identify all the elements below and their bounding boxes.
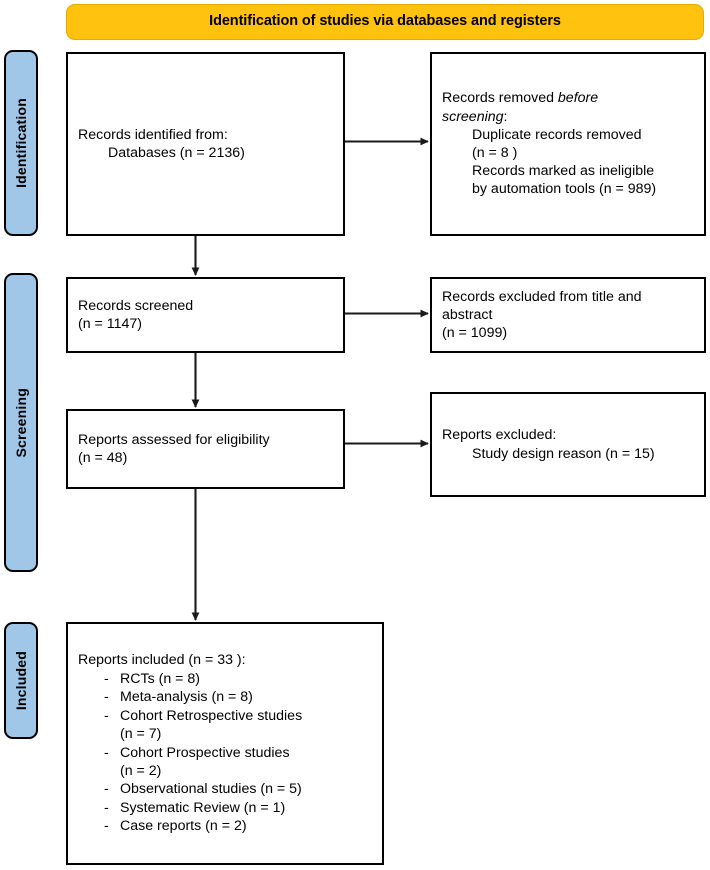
list-item: (n = 2) xyxy=(78,762,372,780)
list-item-label: (n = 2) xyxy=(120,762,162,779)
list-item: -Case reports (n = 2) xyxy=(78,817,372,835)
records-removed-line-3: Duplicate records removed xyxy=(472,126,642,143)
reports-included-heading: Reports included (n = 33 ): xyxy=(78,652,246,669)
list-item-label: Meta-analysis (n = 8) xyxy=(120,689,253,706)
records-removed-line-6: by automation tools (n = 989) xyxy=(472,181,657,198)
list-item-label: RCTs (n = 8) xyxy=(120,670,201,687)
box-records-excluded-title-abstract: Records excluded from title and abstract… xyxy=(430,277,706,353)
list-item-dash: - xyxy=(104,818,109,835)
eligibility-line-2: (n = 48) xyxy=(78,450,128,466)
banner-title: Identification of studies via databases … xyxy=(209,13,561,30)
list-item: (n = 7) xyxy=(78,725,372,743)
list-item: -Cohort Retrospective studies xyxy=(78,707,372,725)
diagram-banner: Identification of studies via databases … xyxy=(66,4,704,40)
box-records-removed: Records removed before screening: Duplic… xyxy=(430,52,706,236)
list-item: -Meta-analysis (n = 8) xyxy=(78,688,372,706)
box-records-screened: Records screened (n = 1147) xyxy=(66,277,345,353)
list-item-dash: - xyxy=(104,744,109,761)
records-excluded-line-2: abstract xyxy=(442,306,493,323)
list-item: -Cohort Prospective studies xyxy=(78,744,372,762)
records-removed-line-2-italic: screening xyxy=(442,108,504,125)
list-item-dash: - xyxy=(104,781,109,798)
stage-label-included-text: Included xyxy=(13,650,29,711)
list-item-label: Cohort Prospective studies xyxy=(120,744,290,761)
records-excluded-line-3: (n = 1099) xyxy=(442,325,508,342)
reports-excluded-line-1: Reports excluded: xyxy=(442,427,557,444)
box-reports-included: Reports included (n = 33 ): -RCTs (n = 8… xyxy=(66,622,384,865)
list-item-dash xyxy=(104,762,120,780)
reports-excluded-line-2: Study design reason (n = 15) xyxy=(472,445,655,462)
records-removed-line-1: Records removed before xyxy=(442,89,694,107)
stage-label-screening-text: Screening xyxy=(13,387,29,458)
list-item-label: Systematic Review (n = 1) xyxy=(120,799,286,816)
list-item-dash: - xyxy=(104,799,109,816)
stage-label-included: Included xyxy=(4,622,38,739)
reports-included-list: -RCTs (n = 8)-Meta-analysis (n = 8)-Coho… xyxy=(78,670,372,836)
box-reports-excluded: Reports excluded: Study design reason (n… xyxy=(430,392,706,497)
records-removed-line-2-b: : xyxy=(503,108,508,125)
box-records-identified: Records identified from: Databases (n = … xyxy=(66,52,345,236)
records-removed-line-2: screening: xyxy=(442,108,694,126)
stage-label-screening: Screening xyxy=(4,273,38,572)
records-removed-line-5: Records marked as ineligible xyxy=(472,163,655,180)
eligibility-line-1: Reports assessed for eligibility xyxy=(78,431,270,448)
list-item-label: Cohort Retrospective studies xyxy=(120,707,303,724)
list-item-label: Case reports (n = 2) xyxy=(120,818,247,835)
list-item: -Systematic Review (n = 1) xyxy=(78,799,372,817)
stage-label-identification-text: Identification xyxy=(13,98,29,188)
records-removed-line-1-italic: before xyxy=(557,90,599,107)
list-item-dash xyxy=(104,725,120,743)
list-item-dash: - xyxy=(104,707,109,724)
records-removed-line-4: (n = 8 ) xyxy=(472,145,518,161)
records-removed-line-1-a: Records removed xyxy=(442,90,558,107)
list-item: -RCTs (n = 8) xyxy=(78,670,372,688)
list-item-dash: - xyxy=(104,689,109,706)
records-screened-line-1: Records screened xyxy=(78,297,194,314)
records-excluded-line-1: Records excluded from title and xyxy=(442,288,642,305)
stage-label-identification: Identification xyxy=(4,50,38,236)
list-item-label: Observational studies (n = 5) xyxy=(120,781,302,798)
list-item-label: (n = 7) xyxy=(120,726,162,743)
records-identified-line-1: Records identified from: xyxy=(78,126,228,143)
records-screened-line-2: (n = 1147) xyxy=(78,316,143,332)
box-reports-assessed-eligibility: Reports assessed for eligibility (n = 48… xyxy=(66,409,345,489)
records-identified-line-2: Databases (n = 2136) xyxy=(108,145,245,161)
list-item-dash: - xyxy=(104,670,109,687)
list-item: -Observational studies (n = 5) xyxy=(78,780,372,798)
